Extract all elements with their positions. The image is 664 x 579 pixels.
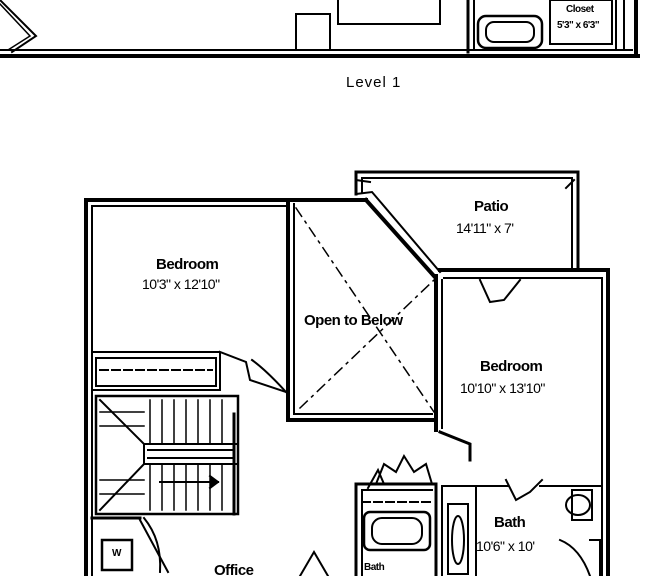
bath-small-name: Bath [364,562,385,573]
office-name: Office [214,562,254,579]
open-to-below-label: Open to Below [304,312,403,329]
upper-floor-walls [84,170,610,576]
patio-dims: 14'11" x 7' [456,220,514,236]
bedroom-right-name: Bedroom [480,358,543,375]
closet-dims: 5'3" x 6'3" [557,20,600,31]
patio-name: Patio [474,198,509,215]
level-1-partial [0,0,640,58]
closet-name: Closet [566,4,594,15]
level-label: Level 1 [346,74,402,91]
bath-right-dims: 10'6" x 10' [476,538,535,554]
w-label: W [112,548,121,559]
bath-right-name: Bath [494,514,526,531]
bedroom-right-dims: 10'10" x 13'10" [460,380,545,396]
bedroom-left-name: Bedroom [156,256,219,273]
bedroom-left-dims: 10'3" x 12'10" [142,276,220,292]
